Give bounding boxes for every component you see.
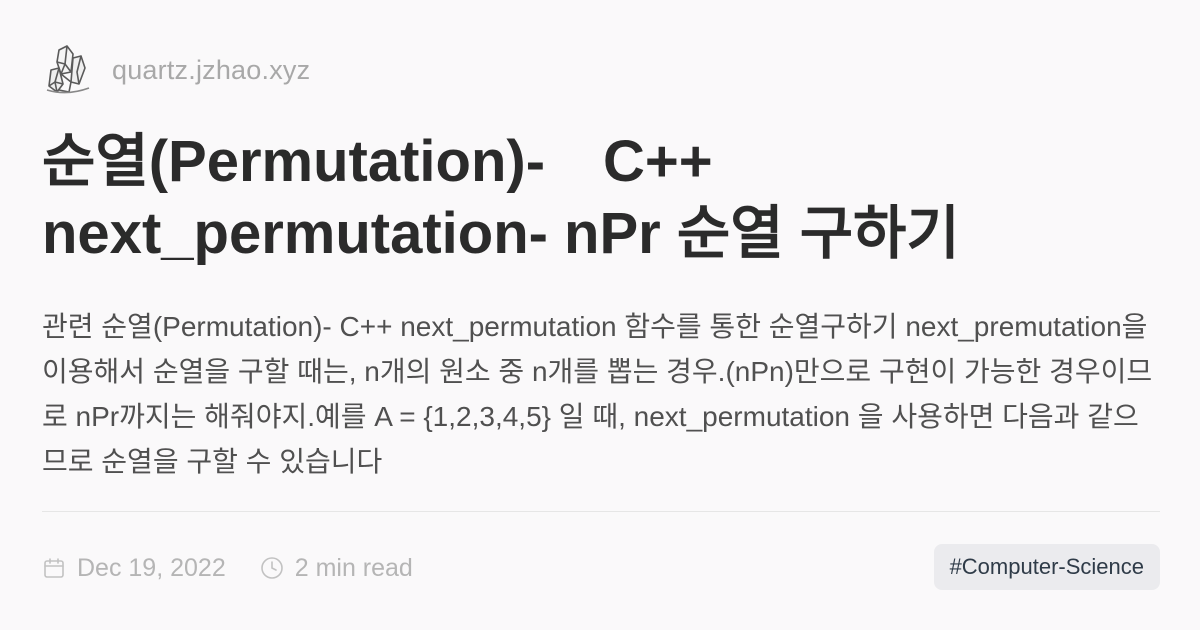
article-meta: Dec 19, 2022 2 min read [42, 546, 413, 590]
crystal-icon [42, 44, 94, 96]
article-description: 관련 순열(Permutation)- C++ next_permutation… [42, 311, 1153, 476]
read-time: 2 min read [260, 554, 413, 583]
divider [42, 511, 1160, 512]
calendar-icon [42, 556, 66, 580]
site-name[interactable]: quartz.jzhao.xyz [112, 54, 311, 85]
read-time-text: 2 min read [294, 553, 413, 582]
article-title: 순열(Permutation)- C++ next_permutation- n… [42, 129, 960, 266]
site-header: quartz.jzhao.xyz [42, 40, 310, 100]
publish-date: Dec 19, 2022 [42, 554, 226, 583]
publish-date-text: Dec 19, 2022 [77, 553, 226, 582]
tag-computer-science[interactable]: #Computer-Science [933, 544, 1160, 590]
clock-icon [260, 556, 284, 580]
